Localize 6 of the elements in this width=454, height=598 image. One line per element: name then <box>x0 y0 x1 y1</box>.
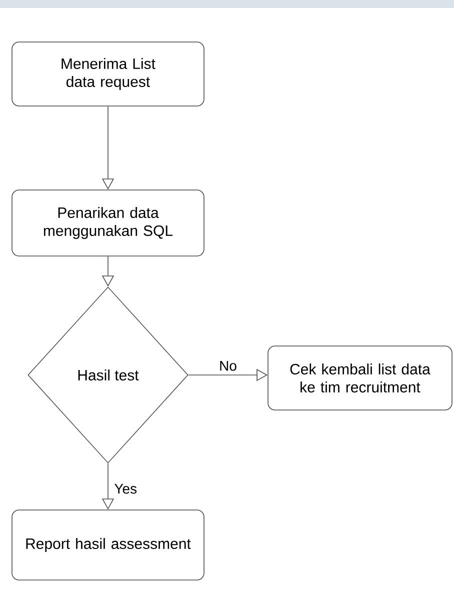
process-box: Cek kembali list data ke tim recruitment <box>268 346 452 410</box>
process-box: Penarikan data menggunakan SQL <box>12 190 204 256</box>
process-box: Report hasil assessment <box>12 510 204 580</box>
process-box: Menerima List data request <box>12 42 204 106</box>
edge-label: No <box>218 360 238 372</box>
edge-label: Yes <box>113 482 138 495</box>
